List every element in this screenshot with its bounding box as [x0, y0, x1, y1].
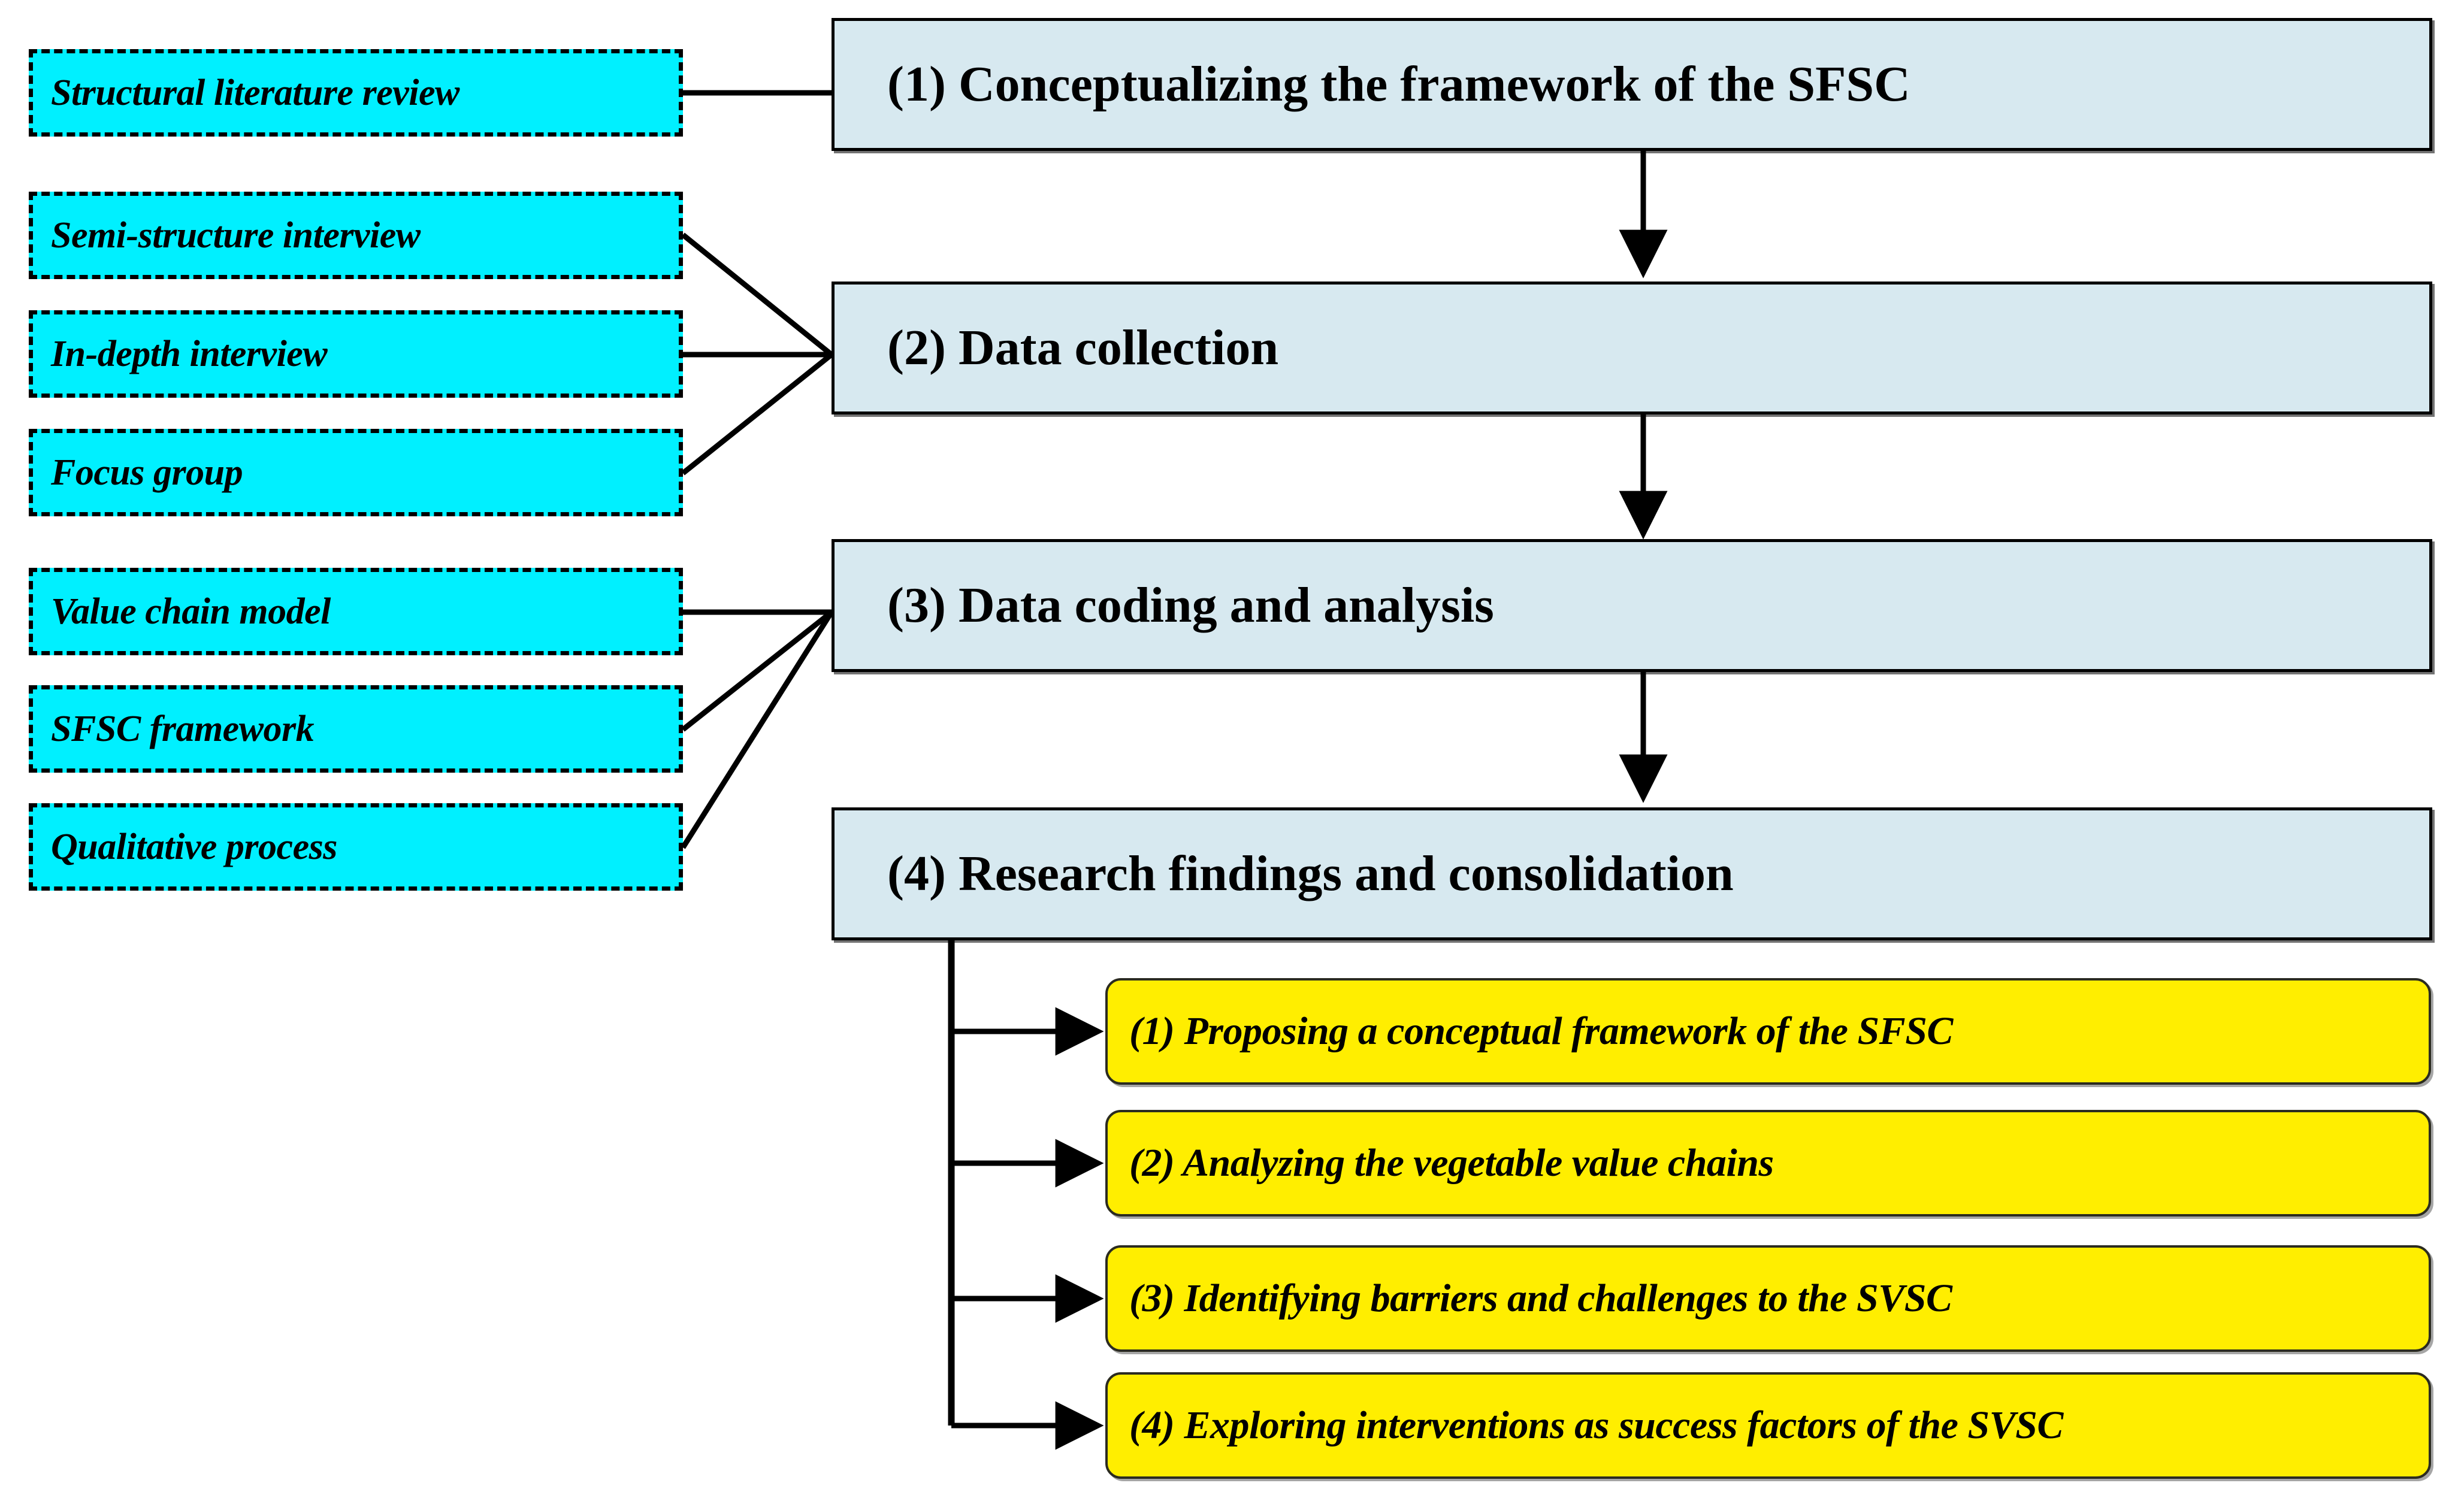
stage-node-1-conceptualizing-framework[interactable]: (1) Conceptualizing the framework of the… [832, 18, 2432, 151]
outcome-label: (2) Analyzing the vegetable value chains [1129, 1141, 1774, 1185]
stage-label: (4) Research findings and consolidation [887, 846, 1734, 901]
outcome-node-2-analyzing-vegetable-value-chains[interactable]: (2) Analyzing the vegetable value chains [1105, 1110, 2431, 1216]
source-node-focus-group[interactable]: Focus group [29, 429, 683, 516]
outcome-node-4-exploring-interventions[interactable]: (4) Exploring interventions as success f… [1105, 1372, 2431, 1479]
stage-node-2-data-collection[interactable]: (2) Data collection [832, 282, 2432, 414]
outcome-label: (1) Proposing a conceptual framework of … [1129, 1009, 1953, 1053]
source-label: Value chain model [51, 591, 331, 632]
source-label: Focus group [51, 452, 243, 493]
stage-node-3-data-coding-and-analysis[interactable]: (3) Data coding and analysis [832, 539, 2432, 672]
edge-sfsc-framework-to-stage3 [681, 610, 833, 732]
source-label: SFSC framework [51, 709, 315, 749]
source-node-structural-literature-review[interactable]: Structural literature review [29, 49, 683, 137]
source-label: Structural literature review [51, 72, 459, 113]
outcome-label: (4) Exploring interventions as success f… [1129, 1403, 2063, 1447]
edge-qualitative-process-to-stage3 [681, 610, 834, 849]
stage-label: (3) Data coding and analysis [887, 577, 1494, 633]
stage-node-4-research-findings-and-consolidation[interactable]: (4) Research findings and consolidation [832, 807, 2432, 940]
source-label: Qualitative process [51, 827, 337, 867]
source-node-value-chain-model[interactable]: Value chain model [29, 568, 683, 655]
source-node-semi-structure-interview[interactable]: Semi-structure interview [29, 192, 683, 279]
outcome-label: (3) Identifying barriers and challenges … [1129, 1276, 1952, 1320]
stage-label: (2) Data collection [887, 320, 1279, 376]
source-label: In-depth interview [51, 334, 328, 374]
outcome-node-3-identifying-barriers-and-challenges[interactable]: (3) Identifying barriers and challenges … [1105, 1245, 2431, 1352]
source-node-in-depth-interview[interactable]: In-depth interview [29, 310, 683, 398]
source-node-qualitative-process[interactable]: Qualitative process [29, 803, 683, 891]
source-label: Semi-structure interview [51, 215, 421, 256]
edge-semi-structure-to-stage2 [681, 232, 833, 357]
edge-focus-group-to-stage2 [681, 352, 833, 476]
stage-label: (1) Conceptualizing the framework of the… [887, 56, 1910, 112]
source-node-sfsc-framework[interactable]: SFSC framework [29, 685, 683, 773]
outcome-node-1-proposing-conceptual-framework[interactable]: (1) Proposing a conceptual framework of … [1105, 978, 2431, 1085]
